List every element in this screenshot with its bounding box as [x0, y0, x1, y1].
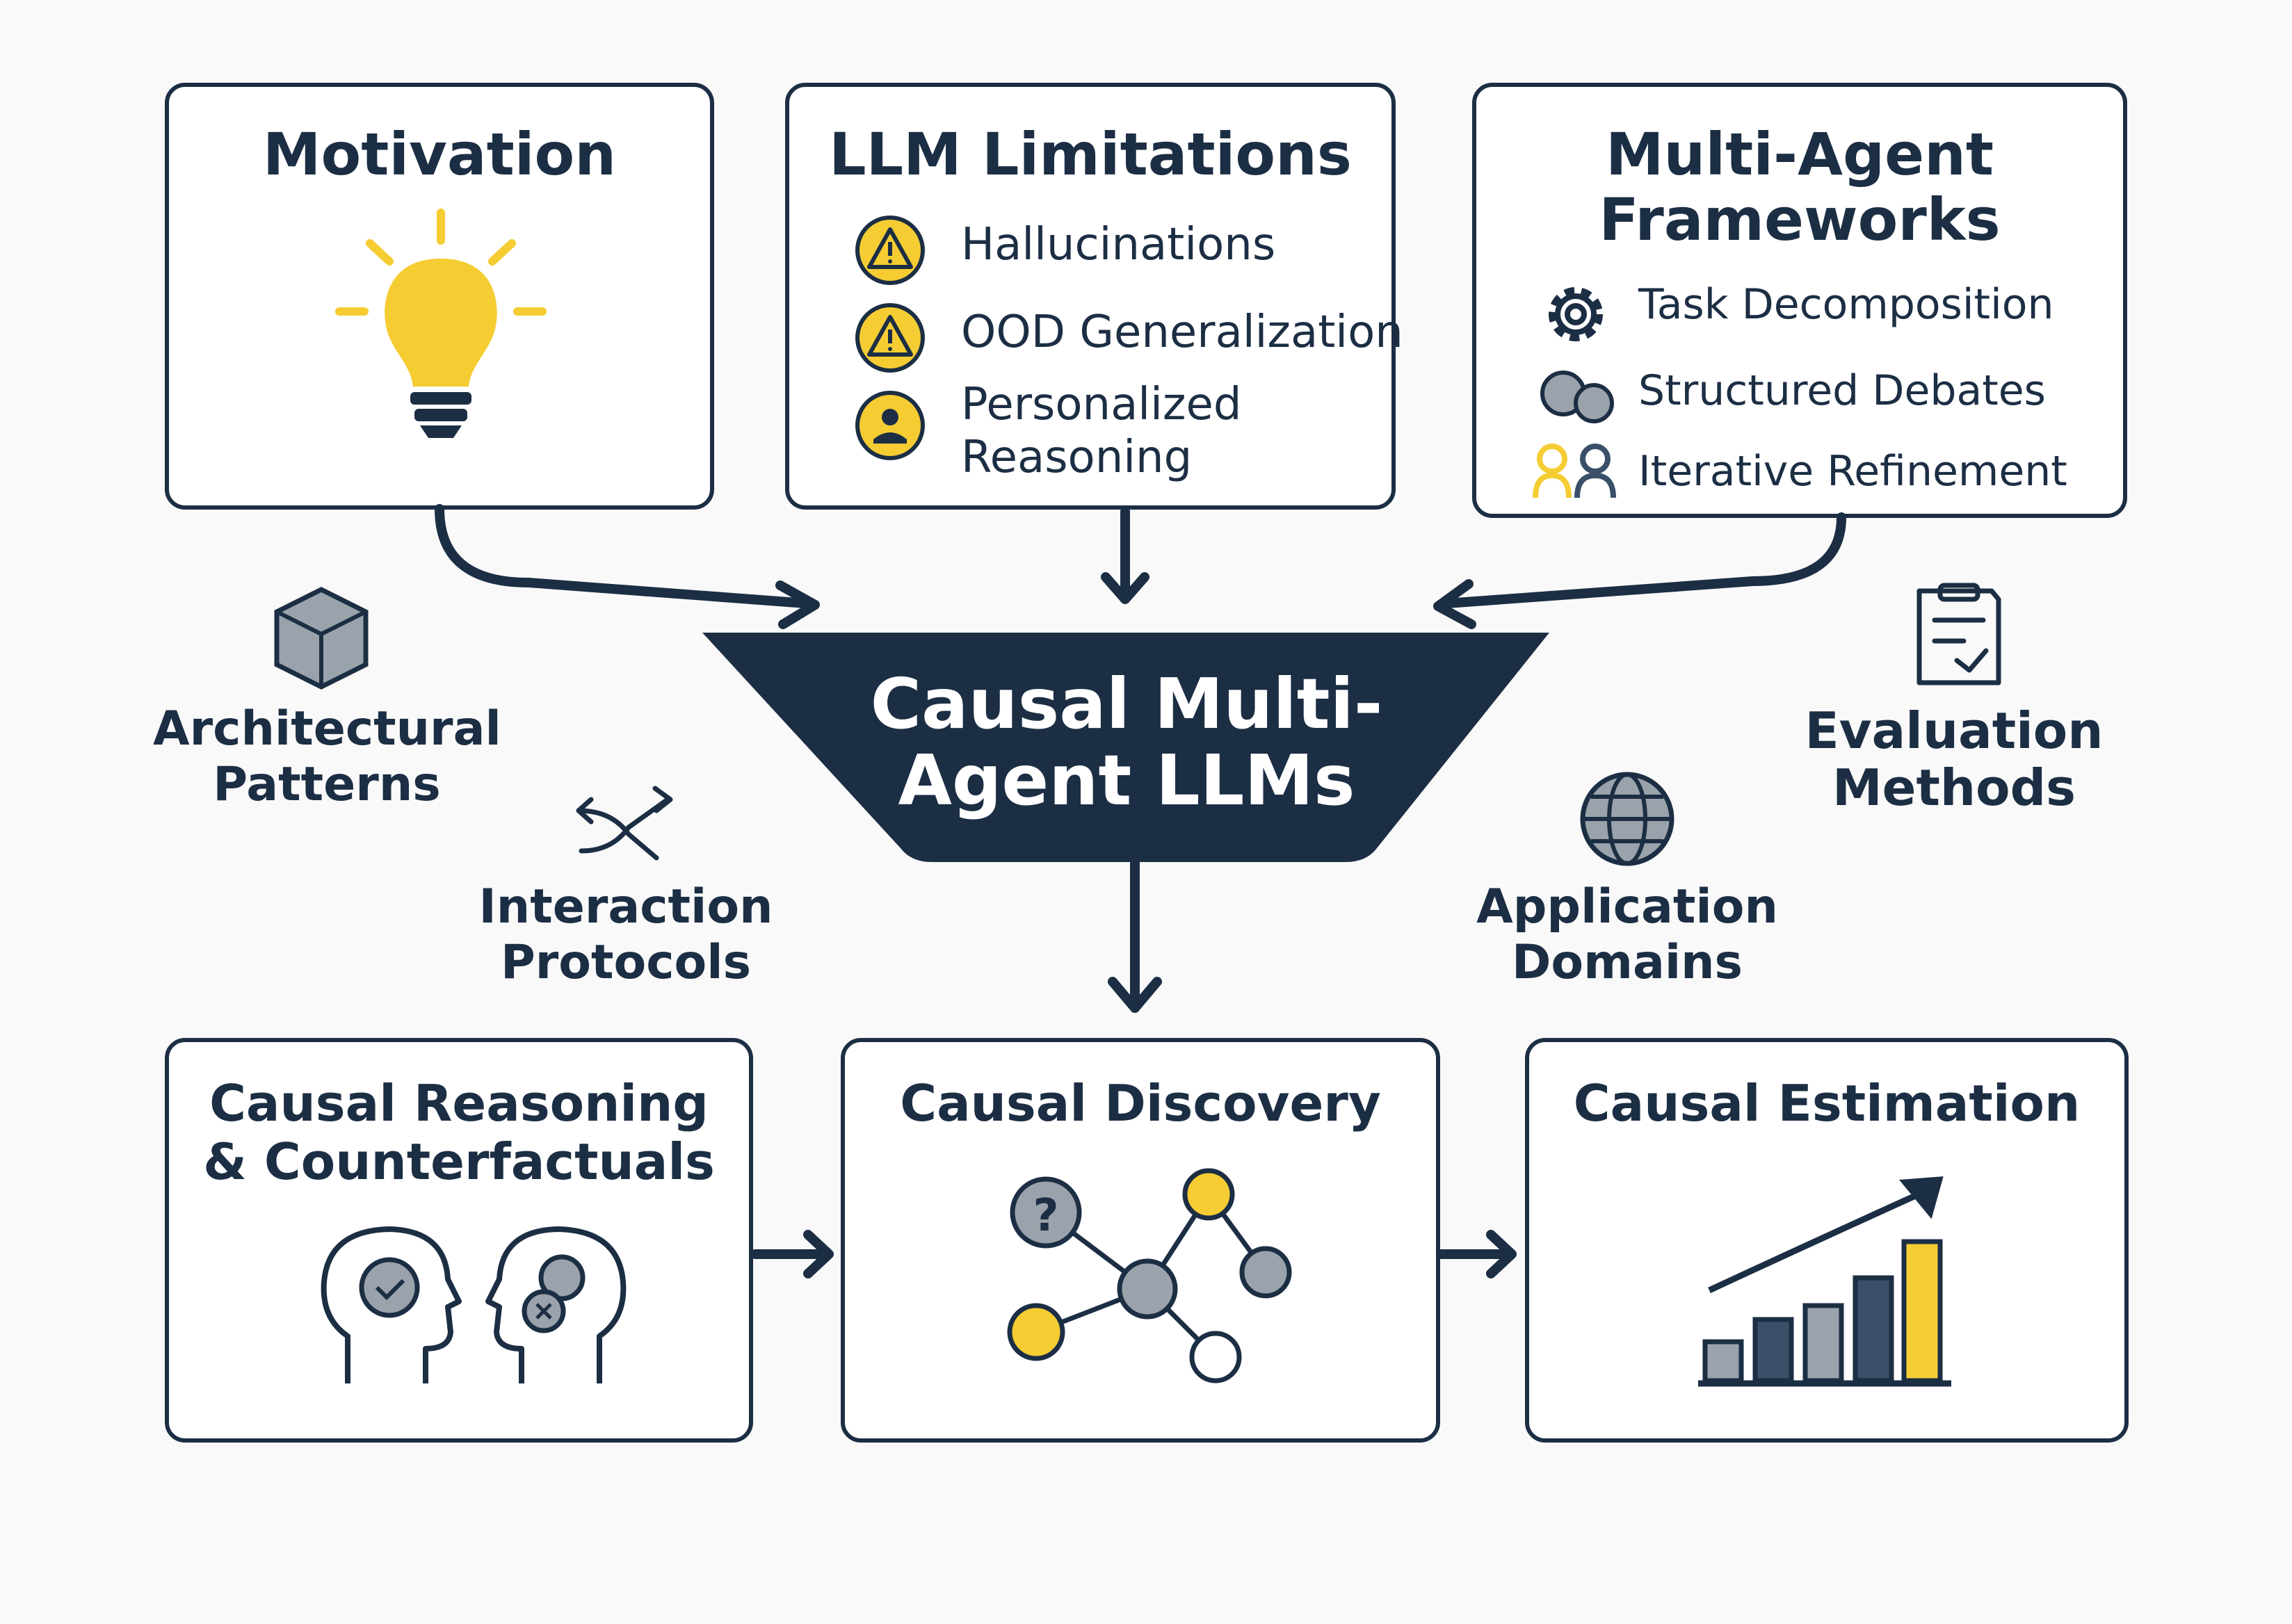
chat-bubbles-icon: [1540, 371, 1614, 423]
reasoning-title-line2: & Counterfactuals: [203, 1132, 715, 1191]
arrowhead-center-down: [1108, 977, 1162, 1013]
limitation-item-personalized-line1: Personalized: [961, 379, 1242, 430]
arrow-frameworks-to-center: [1442, 512, 1846, 608]
arrowhead-motivation: [775, 580, 820, 629]
bar-chart-icon: [1698, 1176, 1951, 1387]
frameworks-title-line1: Multi-Agent: [1605, 120, 1994, 188]
application-label-line1: Application: [1476, 879, 1778, 934]
center-title-line2: Agent LLMs: [898, 740, 1355, 821]
frameworks-title-line2: Frameworks: [1599, 186, 2001, 254]
limitation-item-hallucinations: Hallucinations: [961, 219, 1276, 270]
user-icon: [855, 391, 925, 460]
motivation-title: Motivation: [262, 120, 617, 188]
framework-item-structured-debates: Structured Debates: [1638, 366, 2046, 415]
connector-arrows: [435, 504, 1846, 1278]
discovery-title: Causal Discovery: [900, 1074, 1381, 1132]
shuffle-arrows-icon: [576, 786, 673, 861]
estimation-title: Causal Estimation: [1573, 1074, 2081, 1132]
frameworks-box: [1472, 83, 2127, 518]
arrow-motivation-to-center: [435, 504, 812, 608]
center-title-line1: Causal Multi-: [870, 663, 1383, 745]
reasoning-title-line1: Causal Reasoning: [209, 1074, 709, 1132]
svg-text:?: ?: [1033, 1190, 1058, 1242]
evaluation-label-line2: Methods: [1832, 758, 2076, 817]
limitations-title: LLM Limitations: [829, 120, 1352, 188]
framework-item-task-decomposition: Task Decomposition: [1638, 280, 2054, 329]
interaction-label-line2: Protocols: [500, 935, 752, 990]
evaluation-label-line1: Evaluation: [1805, 701, 2104, 760]
reasoning-box: [165, 1038, 753, 1443]
warning-icon: [855, 303, 925, 373]
graph-icon: ?: [1007, 1168, 1292, 1383]
arrowhead-r-d: [803, 1230, 834, 1278]
clipboard-check-icon: [1916, 583, 2001, 685]
application-label-line2: Domains: [1511, 935, 1743, 990]
discovery-box: [841, 1038, 1440, 1443]
globe-icon: [1580, 772, 1674, 866]
warning-icon: [855, 216, 925, 285]
arrowhead-frameworks: [1433, 579, 1476, 629]
heads-icon: [321, 1226, 627, 1383]
framework-item-iterative-refinement: Iterative Refinement: [1638, 447, 2067, 496]
architectural-label-line1: Architectural: [153, 701, 501, 756]
interaction-label-line1: Interaction: [478, 879, 773, 934]
people-icon: [1533, 444, 1616, 498]
arrowhead-limitations: [1101, 572, 1149, 604]
architectural-label-line2: Patterns: [213, 757, 441, 812]
limitation-item-ood: OOD Generalization: [961, 307, 1403, 358]
limitations-box: [785, 83, 1396, 510]
arrowhead-d-e: [1486, 1230, 1517, 1278]
cube-icon: [274, 587, 369, 690]
estimation-box: [1525, 1038, 2129, 1443]
center-funnel: [702, 633, 1549, 862]
lightbulb-icon: [335, 209, 547, 438]
limitation-item-personalized-line2: Reasoning: [961, 432, 1193, 483]
gear-icon: [1549, 287, 1603, 341]
